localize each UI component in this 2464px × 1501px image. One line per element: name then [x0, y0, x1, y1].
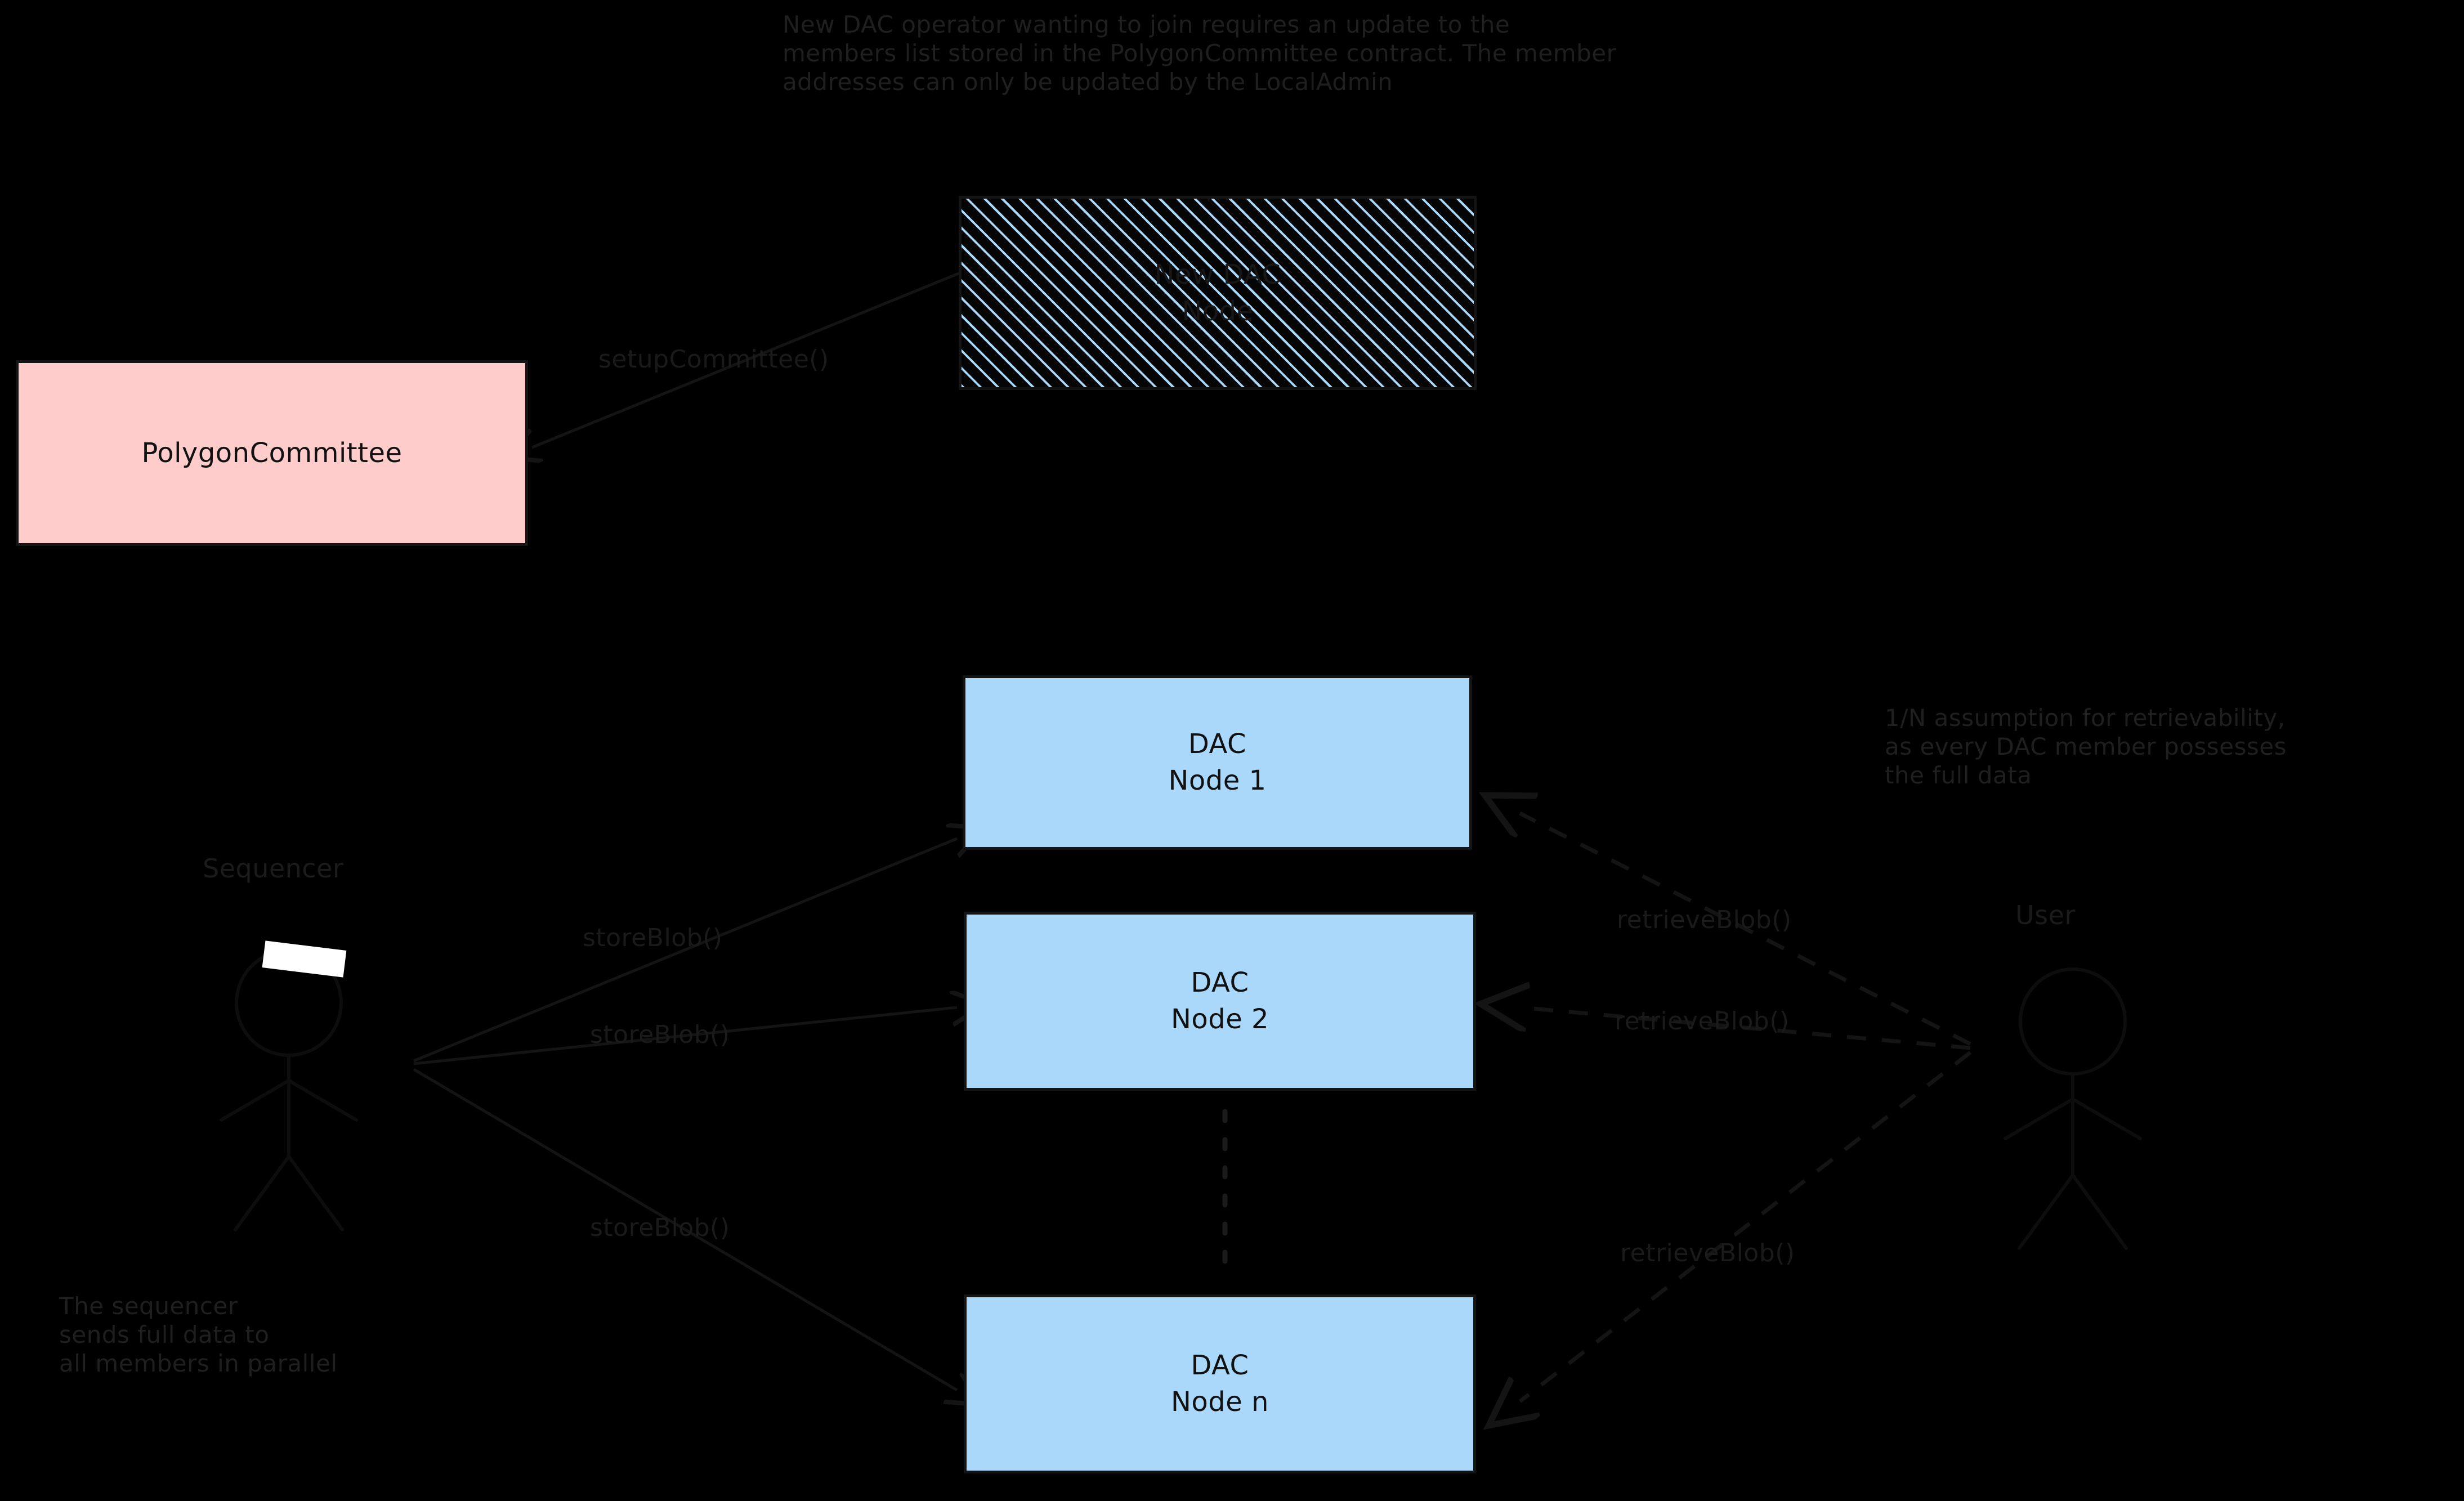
node-polygon-committee-label: PolygonCommittee — [141, 437, 403, 469]
edge-retrieve-blob-2 — [1520, 1007, 1971, 1050]
node-new-dac-node[interactable]: New DAC Node — [959, 196, 1477, 390]
edge-store-blob-2 — [413, 1007, 957, 1065]
edge-retrieve-blob-1 — [1520, 813, 1971, 1046]
sequencer-actor-figure — [220, 949, 358, 1231]
edge-setup-committee — [532, 271, 960, 447]
node-dac-node-n[interactable]: DAC Node n — [964, 1294, 1476, 1473]
node-dac-node-2[interactable]: DAC Node 2 — [964, 912, 1476, 1091]
edge-label-store-blob-2: storeBlob() — [590, 1020, 730, 1049]
edge-label-store-blob-1: storeBlob() — [583, 924, 723, 952]
edge-label-retrieve-blob-2: retrieveBlob() — [1615, 1007, 1790, 1036]
node-dac-node-2-label: DAC Node 2 — [1170, 967, 1269, 1035]
edge-label-retrieve-blob-n: retrieveBlob() — [1620, 1239, 1795, 1267]
note-new-dac-operator: New DAC operator wanting to join require… — [782, 11, 1617, 96]
user-actor-figure — [2004, 967, 2142, 1250]
edge-label-store-blob-n: storeBlob() — [590, 1213, 730, 1242]
node-polygon-committee[interactable]: PolygonCommittee — [16, 360, 528, 546]
note-retrievability: 1/N assumption for retrievability, as ev… — [1885, 704, 2287, 790]
node-dac-node-1-label: DAC Node 1 — [1168, 728, 1267, 796]
edge-store-blob-1 — [413, 839, 957, 1063]
edge-label-setup-committee: setupCommittee() — [598, 345, 829, 374]
edge-label-retrieve-blob-1: retrieveBlob() — [1617, 906, 1792, 934]
node-dac-node-n-label: DAC Node n — [1171, 1350, 1269, 1418]
node-new-dac-node-label: New DAC Node — [1154, 258, 1281, 327]
actor-label-user: User — [2015, 900, 2076, 930]
note-sequencer-parallel: The sequencer sends full data to all mem… — [59, 1292, 338, 1378]
edge-store-blob-n — [413, 1068, 957, 1390]
node-dac-node-1[interactable]: DAC Node 1 — [963, 675, 1472, 850]
edge-retrieve-blob-n — [1520, 1051, 1972, 1401]
actor-label-sequencer: Sequencer — [203, 853, 344, 884]
